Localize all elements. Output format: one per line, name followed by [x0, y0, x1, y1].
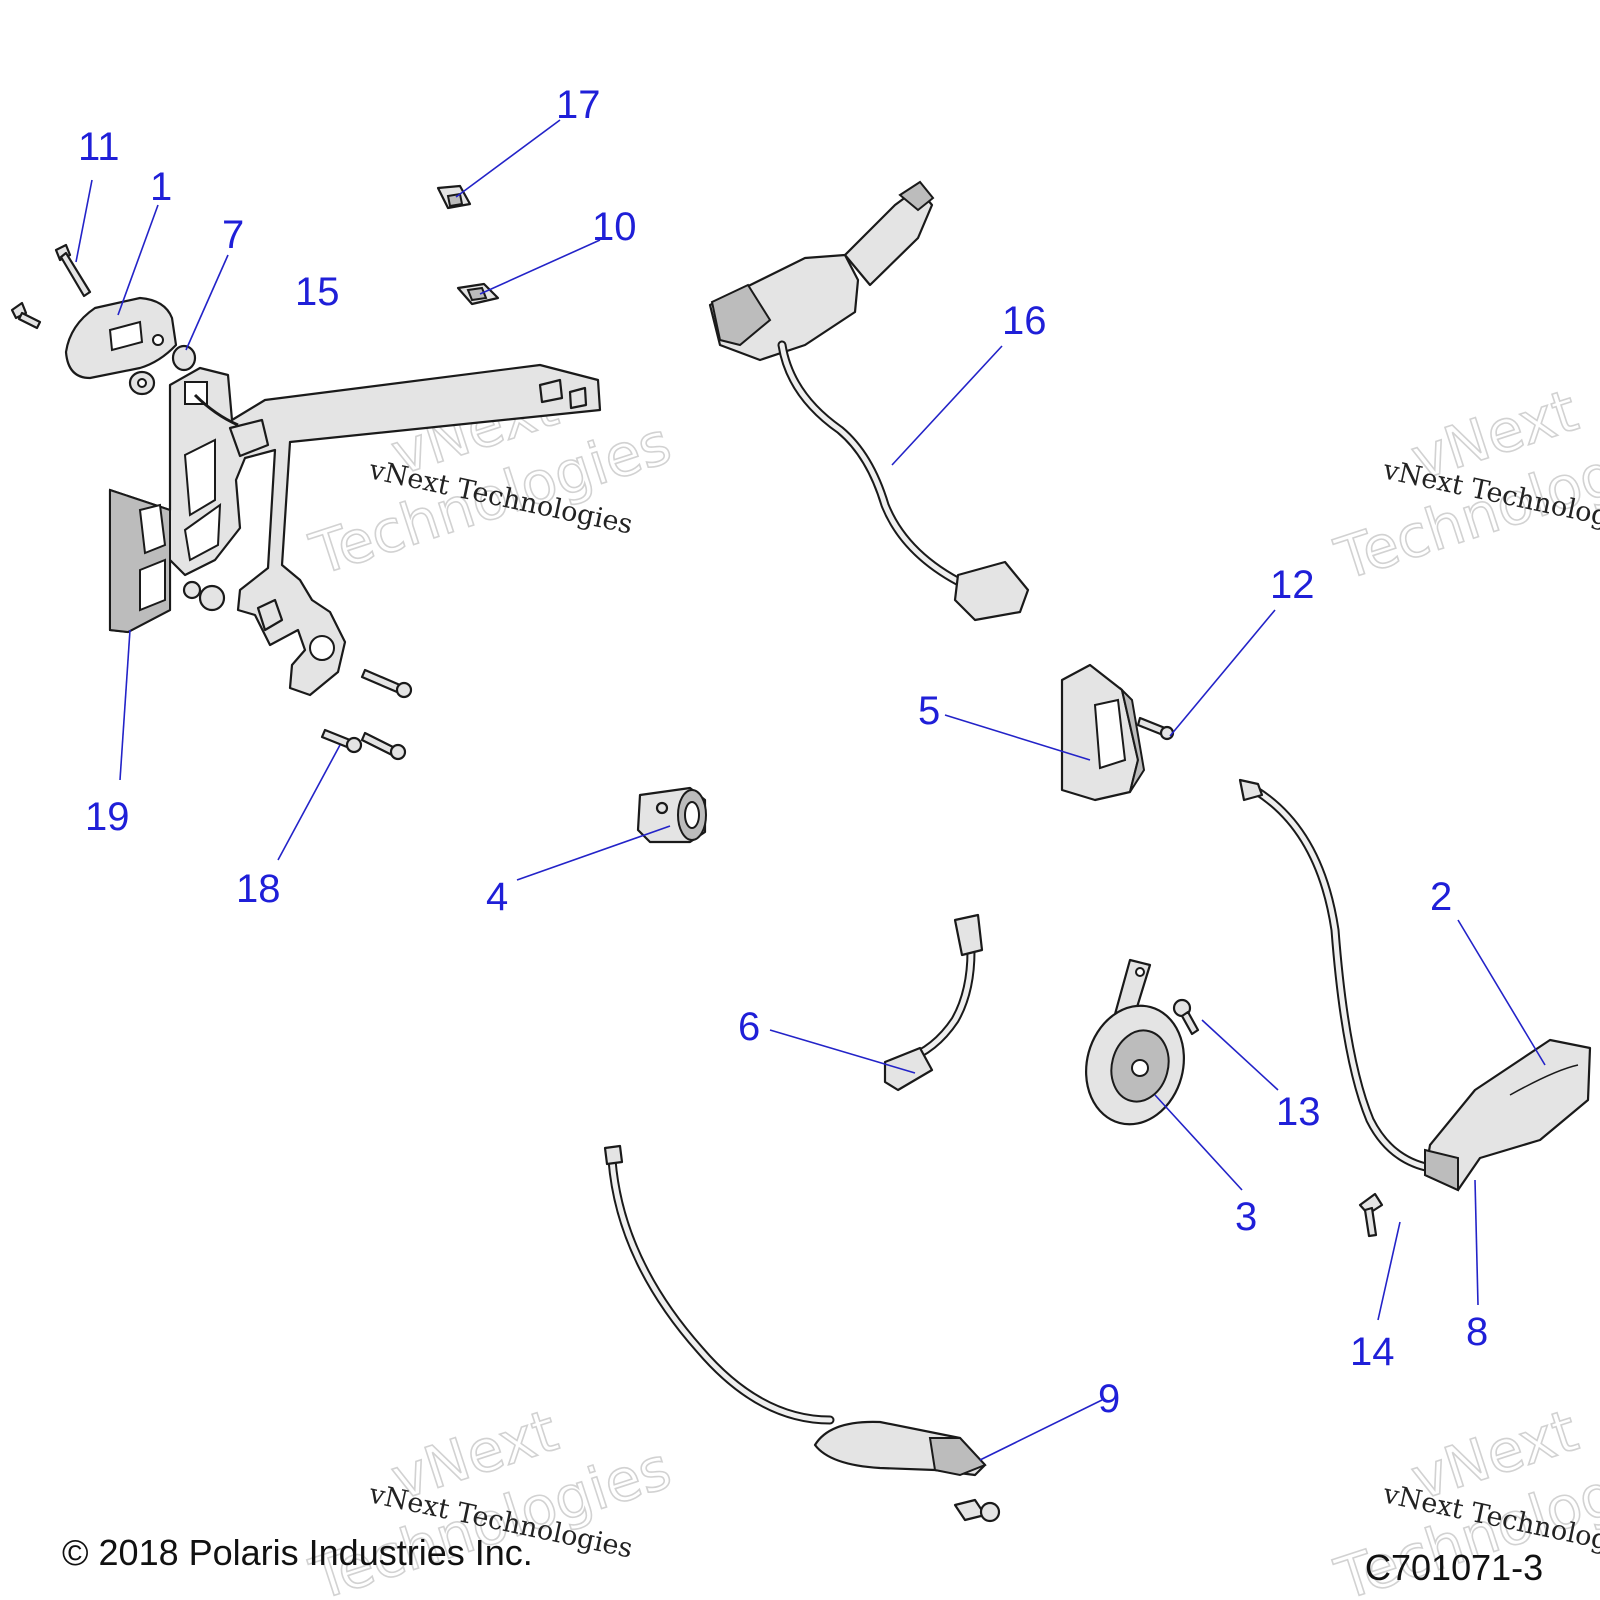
watermark-group: vNext Technologies vNext Technologies vN…: [302, 370, 1600, 1600]
callout-9: 9: [1098, 1377, 1120, 1421]
bolt-set-18: [320, 668, 413, 761]
leader-2: [1457, 919, 1546, 1066]
turn-lamp-left: [603, 1144, 1001, 1523]
leader-11: [75, 179, 93, 263]
switch-cover: [1060, 663, 1146, 802]
callout-6: 6: [738, 1005, 760, 1049]
clip-10: [456, 282, 500, 306]
leader-13: [1201, 1019, 1279, 1091]
turn-lamp-right: [1238, 778, 1592, 1192]
leader-4: [516, 825, 671, 881]
callout-14: 14: [1350, 1330, 1395, 1374]
screw-13: [1172, 998, 1200, 1036]
leader-14: [1377, 1221, 1401, 1321]
buzzer: [636, 786, 707, 844]
leader-3: [1154, 1094, 1243, 1191]
callout-7: 7: [222, 213, 244, 257]
callout-2: 2: [1430, 875, 1452, 919]
leader-5: [944, 714, 1091, 761]
screw-12: [1136, 716, 1175, 741]
callout-19: 19: [85, 795, 130, 839]
screw-set-11: [10, 243, 92, 330]
callout-3: 3: [1235, 1195, 1257, 1239]
leader-10: [479, 239, 601, 295]
callout-5: 5: [918, 689, 940, 733]
callout-10: 10: [592, 205, 637, 249]
sensor-harness: [883, 913, 984, 1092]
leader-18: [277, 744, 341, 861]
callout-16: 16: [1002, 299, 1047, 343]
clip-17: [436, 184, 472, 210]
diagram-code: C701071-3: [1365, 1547, 1543, 1588]
switch-housing: [64, 296, 178, 380]
leader-16: [891, 345, 1003, 466]
column-switch: [708, 180, 1030, 622]
leader-12: [1169, 609, 1276, 737]
leader-7: [185, 254, 229, 351]
copyright-notice: © 2018 Polaris Industries Inc.: [62, 1532, 533, 1573]
leader-6: [769, 1029, 916, 1074]
callout-17: 17: [556, 83, 601, 127]
leader-8: [1474, 1179, 1479, 1306]
spacer-set-7: [128, 344, 197, 396]
leader-lines: [75, 119, 1546, 1461]
mounting-bracket: [108, 363, 602, 697]
callout-4: 4: [486, 875, 508, 919]
horn: [1085, 958, 1185, 1126]
callout-13: 13: [1276, 1090, 1321, 1134]
callout-8: 8: [1466, 1310, 1488, 1354]
screw-14: [1358, 1192, 1384, 1238]
leader-1: [117, 204, 159, 316]
leader-17: [455, 119, 561, 198]
callout-labels: 11 1 7 15 17 10 16 12 5 19 18 4 2 6 13 3…: [78, 83, 1488, 1421]
leader-19: [119, 629, 131, 781]
leader-9: [979, 1399, 1103, 1461]
callout-18: 18: [236, 867, 281, 911]
callout-15: 15: [295, 270, 340, 314]
callout-1: 1: [150, 165, 172, 209]
callout-11: 11: [78, 125, 120, 169]
callout-12: 12: [1270, 563, 1315, 607]
